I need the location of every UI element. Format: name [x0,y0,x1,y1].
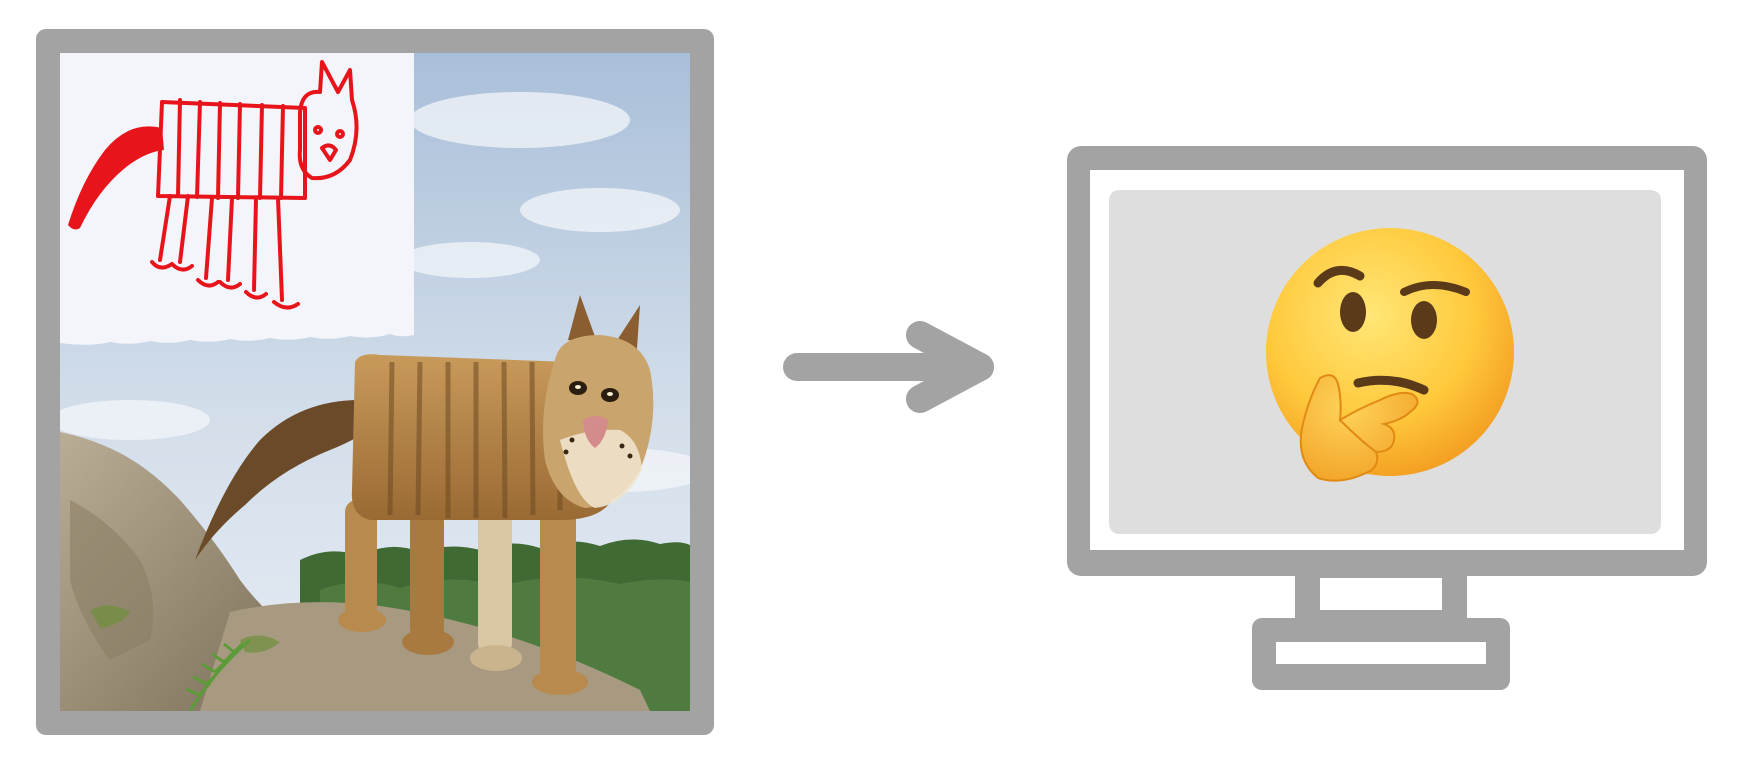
lynx [195,295,654,695]
fern [185,638,251,711]
lynx-leg-1 [345,500,377,620]
input-image-panel [36,29,714,735]
lynx-leg-2 [410,510,444,640]
emoji-eye-left [1340,292,1366,332]
lynx-photo [60,53,690,711]
lynx-stripes [387,361,563,519]
drawing-tail [68,126,164,230]
emoji-eye-right [1411,301,1437,339]
thinking-face-icon [1266,228,1514,482]
lynx-leg-4 [540,500,576,680]
lynx-head [542,295,654,508]
emoji-mouth [1353,375,1429,395]
lynx-tail [195,400,368,560]
arrow-right-icon [783,321,994,413]
lynx-leg-3 [478,505,512,655]
emoji-eyebrow-left [1313,265,1365,288]
emoji-eyebrow-right [1400,281,1470,296]
child-drawing [60,53,414,345]
drawing-cat [150,60,359,310]
